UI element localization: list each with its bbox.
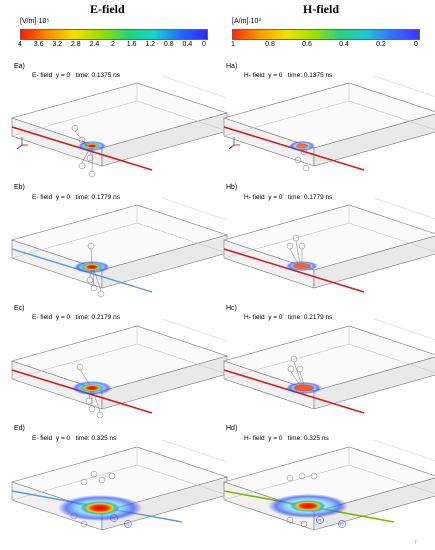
panel-info-ea: E- field y = 0 time: 0.1375 ns bbox=[32, 72, 121, 79]
h-tick: 0.8 bbox=[265, 41, 275, 48]
axis-triad-icon bbox=[16, 137, 28, 150]
probe-p1-label: P1 bbox=[112, 516, 116, 520]
e-colorbar bbox=[20, 29, 208, 40]
h-colorbar-unit: [A/m]·10³ bbox=[232, 18, 261, 25]
e-tick: 3.2 bbox=[52, 41, 63, 48]
e-tick: 4 bbox=[18, 41, 22, 48]
panel-info-ec: E- field y = 0 time: 0.2179 ns bbox=[32, 314, 121, 321]
box-eb bbox=[11, 197, 228, 298]
e-tick: 0.4 bbox=[182, 41, 193, 48]
box-ed: P1 P2 bbox=[11, 439, 228, 531]
axis-triad-icon bbox=[228, 137, 240, 150]
probe-p2-label: P2 bbox=[126, 522, 130, 526]
panel-label-ed: Ed) bbox=[14, 425, 25, 432]
e-tick: 2 bbox=[111, 41, 115, 48]
box-ha bbox=[223, 75, 435, 172]
h-field-title: H-field bbox=[303, 2, 339, 16]
panel-label-hd: Hd) bbox=[226, 425, 238, 432]
h-tick: 1 bbox=[231, 41, 235, 48]
box-hc bbox=[223, 318, 435, 414]
panel-info-eb: E- field y = 0 time: 0.1779 ns bbox=[32, 194, 121, 201]
box-hd: P1 P2 bbox=[223, 439, 435, 531]
probe-p2-marker-h bbox=[338, 520, 346, 528]
panel-info-hc: H- field y = 0 time: 0.2179 ns bbox=[244, 314, 333, 321]
h-tick: 0.4 bbox=[339, 41, 349, 48]
e-field-title: E-field bbox=[90, 2, 125, 16]
h-tick: 0.2 bbox=[376, 41, 386, 48]
panel-label-ea: Ea) bbox=[14, 63, 25, 70]
e-tick: 1.2 bbox=[145, 41, 156, 48]
footnote-mark: 7 bbox=[414, 540, 417, 546]
panel-label-ec: Ec) bbox=[14, 305, 25, 312]
e-tick: 1.6 bbox=[126, 41, 137, 48]
panel-label-eb: Eb) bbox=[14, 184, 25, 191]
panel-info-hb: H- field y = 0 time: 0.1779 ns bbox=[244, 194, 333, 201]
box-ec bbox=[11, 318, 228, 419]
panel-label-hc: Hc) bbox=[226, 305, 237, 312]
e-tick: 2.8 bbox=[70, 41, 81, 48]
box-ea bbox=[11, 75, 228, 178]
h-tick: 0 bbox=[414, 41, 418, 48]
probe-p2-marker bbox=[124, 520, 132, 528]
panel-info-ed: E- field y = 0 time: 0.325 ns bbox=[32, 435, 117, 442]
h-colorbar bbox=[232, 29, 420, 40]
e-tick: 3.6 bbox=[33, 41, 44, 48]
panel-info-ha: H- field y = 0 time: 0.1375 ns bbox=[244, 72, 333, 79]
h-tick: 0.6 bbox=[302, 41, 312, 48]
e-colorbar-unit: [V/m]·10⁵ bbox=[20, 18, 50, 25]
e-tick: 0 bbox=[202, 41, 206, 48]
probe-p2-label-h: P2 bbox=[340, 522, 344, 526]
probe-p1-marker bbox=[110, 514, 118, 522]
e-tick: 0.8 bbox=[163, 41, 174, 48]
box-hb bbox=[223, 197, 435, 293]
probe-p1-label-h: P1 bbox=[318, 518, 322, 522]
probe-p1-marker-h bbox=[316, 516, 324, 524]
panel-label-ha: Ha) bbox=[226, 63, 238, 70]
panel-label-hb: Hb) bbox=[226, 184, 238, 191]
e-tick: 2.4 bbox=[89, 41, 100, 48]
panel-info-hd: H- field y = 0 time: 0.325 ns bbox=[244, 435, 329, 442]
